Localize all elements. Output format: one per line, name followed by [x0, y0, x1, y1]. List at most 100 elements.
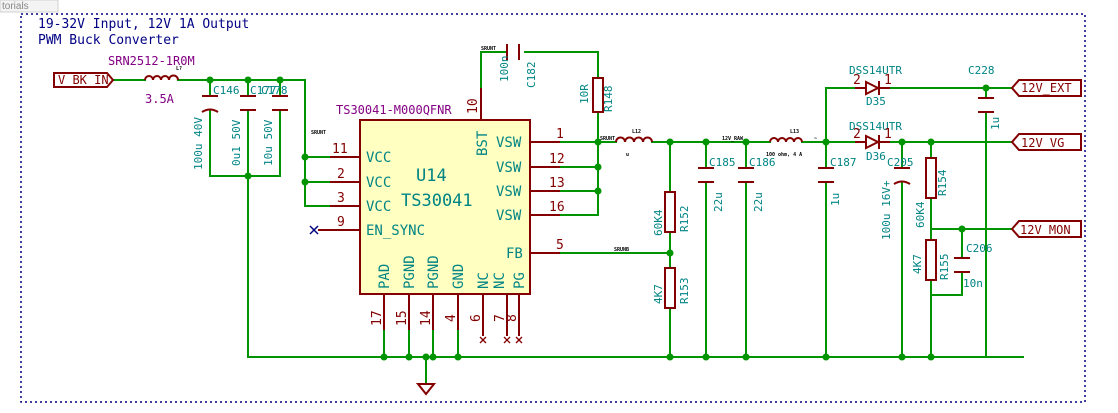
pin-2-num: 2	[337, 167, 345, 182]
global-label-12v-vg: 12V_VG	[1010, 133, 1082, 151]
capacitor-c228-ref: C228	[968, 64, 995, 77]
pin-12-name: VSW	[496, 160, 522, 176]
capacitor-c205: C205 100u 16V+	[880, 156, 914, 240]
pin-10-num: 10	[466, 98, 481, 114]
pin-7-name: NC	[492, 272, 508, 289]
net-label-sw: SRUNT	[600, 136, 615, 142]
capacitor-c178-ref: C178	[261, 84, 288, 97]
inductor-l13-value: 100 ohm, 4 A	[766, 152, 802, 158]
diode-d36-ref: D36	[866, 150, 886, 163]
pin-16-num: 16	[549, 200, 565, 215]
inductor-l13-ref: L13	[790, 129, 799, 135]
global-label-v-bk-in: V_BK_IN	[53, 72, 115, 88]
pin-5-name: FB	[506, 246, 523, 262]
net-label-out: 12V_RAW	[722, 136, 744, 142]
pin-15-num: 15	[395, 310, 410, 326]
pin-12-num: 12	[549, 152, 565, 167]
resistor-r148: 10R R148	[578, 77, 615, 113]
capacitor-c205-ref: C205	[887, 156, 914, 169]
resistor-r155: 4K7 R155	[911, 239, 951, 281]
note-line-1: 19-32V Input, 12V 1A Output	[38, 17, 249, 32]
resistor-r152-value: 60K4	[652, 209, 665, 236]
capacitor-c182-ref: C182	[525, 62, 538, 89]
resistor-r152-ref: R152	[678, 206, 691, 233]
resistor-r155-value: 4K7	[911, 254, 924, 274]
inductor-input: SRN2512-1R0M 3.5A L?	[108, 54, 195, 106]
capacitor-c186: C186 22u	[738, 156, 776, 212]
pin-2-name: VCC	[366, 175, 391, 191]
inductor-l12-value: u	[626, 152, 629, 158]
capacitor-c182-value: 100n	[498, 56, 511, 83]
diode-d35-pin-a: 2	[853, 73, 861, 88]
no-connect-icon-pin9	[309, 225, 330, 235]
pin-13-name: VSW	[496, 184, 522, 200]
capacitor-c185: C185 22u	[698, 156, 736, 212]
global-label-12v-vg-text: 12V_VG	[1021, 136, 1064, 150]
ic-u14-part: TS30041-M000QFNR	[336, 103, 452, 117]
resistor-r153-value: 4K7	[652, 284, 665, 304]
no-connect-icon-bottom	[479, 336, 523, 344]
pin-10-name: BST	[475, 130, 491, 156]
pin-14-name: PGND	[426, 255, 442, 289]
capacitor-c177: C177 0u1 50V	[230, 84, 277, 166]
diode-d35-pin-k: 1	[884, 73, 892, 88]
global-label-12v-ext-text: 12V_EXT	[1021, 81, 1072, 95]
diode-d35: DSS14UTR D35 2 1	[849, 64, 902, 108]
pin-17-num: 17	[370, 310, 385, 326]
capacitor-c187-ref: C187	[830, 156, 857, 169]
pin-9-num: 9	[337, 215, 345, 230]
ground-icon	[415, 383, 437, 396]
pin-14-num: 14	[419, 310, 434, 326]
capacitor-c228-value: 1u	[989, 117, 1002, 130]
net-label-post: ~	[814, 136, 817, 142]
tab-fragment[interactable]	[0, 0, 59, 13]
capacitor-c206-value: 10n	[963, 277, 983, 290]
ic-u14: TS30041-M000QFNR U14 TS30041 11 VCC 2 VC…	[309, 88, 565, 344]
resistor-r154-value: 60K4	[914, 201, 927, 228]
capacitor-c146: C146 100u 40V	[192, 84, 240, 170]
capacitor-c177-ref: C177	[250, 84, 277, 97]
resistor-r148-value: 10R	[578, 84, 591, 104]
global-label-12v-ext: 12V_EXT	[1010, 79, 1082, 97]
pin-11-name: VCC	[366, 150, 391, 166]
pin-3-name: VCC	[366, 199, 391, 215]
resistor-r155-ref: R155	[938, 254, 951, 281]
capacitor-c146-ref: C146	[213, 84, 240, 97]
pin-11-num: 11	[332, 142, 348, 157]
diode-d35-ref: D35	[866, 95, 886, 108]
diode-d36: DSS14UTR D36 2 1	[849, 120, 902, 163]
capacitor-c186-value: 22u	[752, 192, 765, 212]
global-label-12v-mon: 12V_MON	[1010, 220, 1082, 238]
pin-7-num: 7	[493, 314, 508, 322]
pin-8-num: 8	[505, 314, 520, 322]
junctions	[206, 76, 990, 361]
diode-d36-value: DSS14UTR	[849, 120, 902, 133]
capacitor-c206-ref: C206	[966, 242, 993, 255]
inductor-l12-ref: L12	[632, 129, 641, 135]
resistor-r152: 60K4 R152	[652, 191, 691, 236]
pin-5-num: 5	[556, 238, 564, 253]
inductor-l12: L12 u	[615, 129, 653, 158]
capacitor-c228: C228 1u	[968, 64, 1002, 130]
capacitor-c186-ref: C186	[749, 156, 776, 169]
pin-9-name: EN_SYNC	[366, 223, 425, 239]
resistor-r153: 4K7 R153	[652, 267, 691, 309]
diode-d35-value: DSS14UTR	[849, 64, 902, 77]
pin-8-name: PG	[512, 272, 528, 289]
capacitor-c185-value: 22u	[712, 192, 725, 212]
capacitor-c146-value: 100u 40V	[192, 117, 205, 170]
inductor-input-ref: L?	[176, 66, 182, 72]
pin-17-name: PAD	[377, 264, 393, 289]
net-label-bst: SRUNT	[481, 46, 496, 52]
capacitor-c185-ref: C185	[709, 156, 736, 169]
capacitor-c187: C187 1u	[818, 156, 857, 206]
inductor-input-value: SRN2512-1R0M	[108, 54, 195, 68]
resistor-r153-ref: R153	[678, 278, 691, 305]
capacitor-c206: C206 10n	[954, 242, 993, 290]
resistor-r148-ref: R148	[602, 86, 615, 113]
pin-4-name: GND	[451, 264, 467, 289]
capacitor-c177-value: 0u1 50V	[230, 119, 243, 166]
inductor-input-current: 3.5A	[145, 92, 175, 106]
ic-u14-value: TS30041	[401, 191, 473, 211]
